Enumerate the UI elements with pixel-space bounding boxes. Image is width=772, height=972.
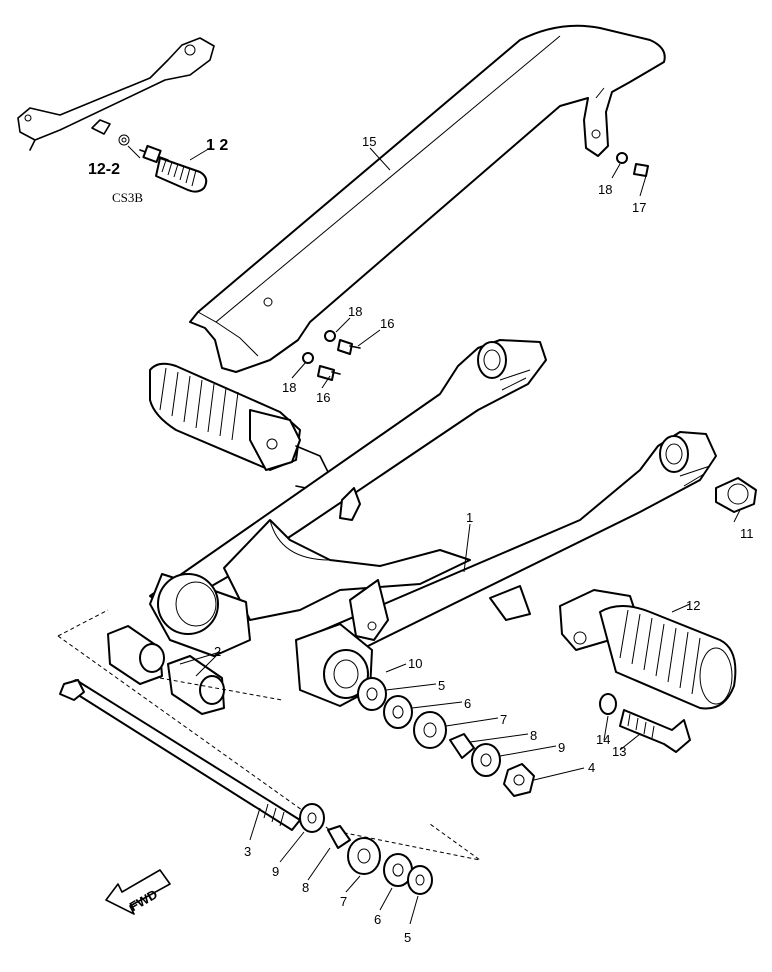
callout-18-low: 18	[282, 380, 296, 395]
callout-labels: 1 2 12-2 CS3B 15 18 17 18 16 18 16 1 11 …	[88, 134, 754, 945]
callout-12-2: 12-2	[88, 161, 120, 178]
callout-15: 15	[362, 134, 376, 149]
inset-footpeg	[139, 144, 208, 193]
callout-6-bottom: 6	[374, 912, 381, 927]
callout-12: 12	[686, 598, 700, 613]
callout-2: 2	[214, 644, 221, 659]
callout-7-bottom: 7	[340, 894, 347, 909]
callout-14: 14	[596, 732, 610, 747]
inset-footrest-detail	[17, 37, 215, 193]
callout-18-mid: 18	[348, 304, 362, 319]
left-footpeg	[149, 362, 331, 491]
callout-16-mid: 16	[380, 316, 394, 331]
right-footpeg	[559, 589, 737, 710]
callout-13: 13	[612, 744, 626, 759]
callout-8-bottom: 8	[302, 880, 309, 895]
fwd-arrow-label: FWD	[127, 886, 160, 914]
assembly-guide-lines	[57, 609, 481, 861]
callout-9-bottom: 9	[272, 864, 279, 879]
callout-17: 17	[632, 200, 646, 215]
fwd-arrow: FWD	[105, 869, 171, 915]
pivot-hardware-right	[357, 677, 535, 797]
callout-6-top: 6	[464, 696, 471, 711]
callout-5-bottom: 5	[404, 930, 411, 945]
callout-11: 11	[740, 526, 754, 541]
callout-4: 4	[588, 760, 595, 775]
leader-lines	[127, 145, 741, 925]
rubber-cushion	[715, 477, 757, 513]
swing-arm	[149, 339, 717, 707]
callout-9-top: 9	[558, 740, 565, 755]
chain-guard	[189, 24, 666, 373]
pivot-bushings	[107, 625, 225, 715]
callout-16-low: 16	[316, 390, 330, 405]
callout-3: 3	[244, 844, 251, 859]
callout-18-top: 18	[598, 182, 612, 197]
callout-1: 1	[466, 510, 473, 525]
callout-5-top: 5	[438, 678, 445, 693]
callout-8-top: 8	[530, 728, 537, 743]
footpeg-bolt	[599, 693, 691, 753]
pivot-shaft	[59, 679, 301, 831]
callout-10: 10	[408, 656, 422, 671]
callout-7-top: 7	[500, 712, 507, 727]
callout-12-inset: 1 2	[206, 137, 228, 154]
inset-model-label: CS3B	[112, 190, 143, 205]
pivot-hardware-left	[299, 803, 433, 895]
